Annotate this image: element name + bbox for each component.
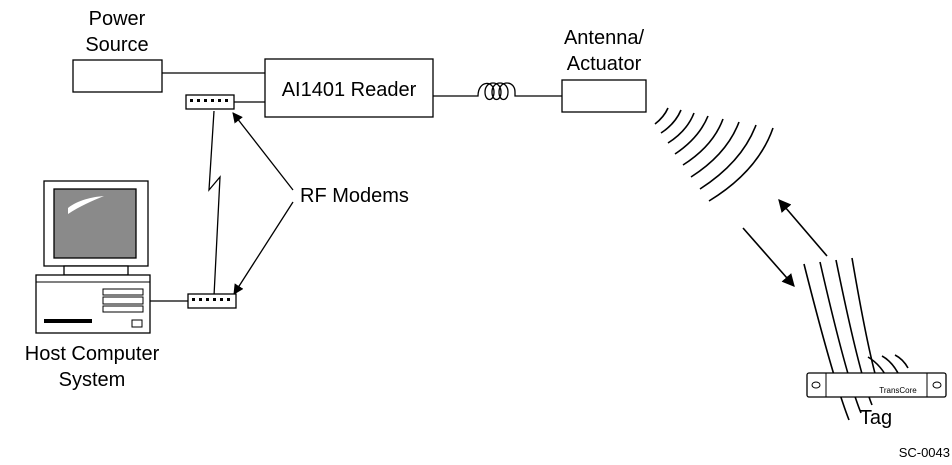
rf-modems-label: RF Modems: [300, 185, 409, 207]
power-source-box: [72, 59, 163, 93]
antenna-box: [561, 79, 647, 113]
figure-id: SC-0043: [899, 445, 950, 460]
computer-icon: [35, 180, 151, 334]
host-label-2: System: [59, 369, 126, 391]
reader-label: AI1401 Reader: [282, 79, 417, 101]
power-source-label-2: Source: [85, 34, 148, 56]
rf-modems-arrow-top: [232, 112, 294, 191]
reader-box: [264, 58, 434, 118]
downlink-arrow: [742, 227, 795, 287]
rf-modem-icon: [185, 94, 235, 110]
power-source-label-1: Power: [89, 8, 146, 30]
tag-icon: [806, 372, 947, 398]
rf-waves-icon: [654, 107, 774, 202]
antenna-label-1: Antenna/: [564, 27, 645, 49]
lightning-link-icon: [208, 110, 221, 297]
rf-modems-arrow-bottom: [233, 201, 294, 295]
antenna-label-2: Actuator: [567, 53, 642, 75]
rf-modem-icon: [187, 293, 237, 309]
tag-brand-label: TransCore: [879, 386, 917, 395]
coil-cable: [433, 82, 562, 101]
uplink-arrow: [778, 199, 828, 257]
tag-label: Tag: [860, 407, 892, 429]
host-label-1: Host Computer: [25, 343, 160, 365]
